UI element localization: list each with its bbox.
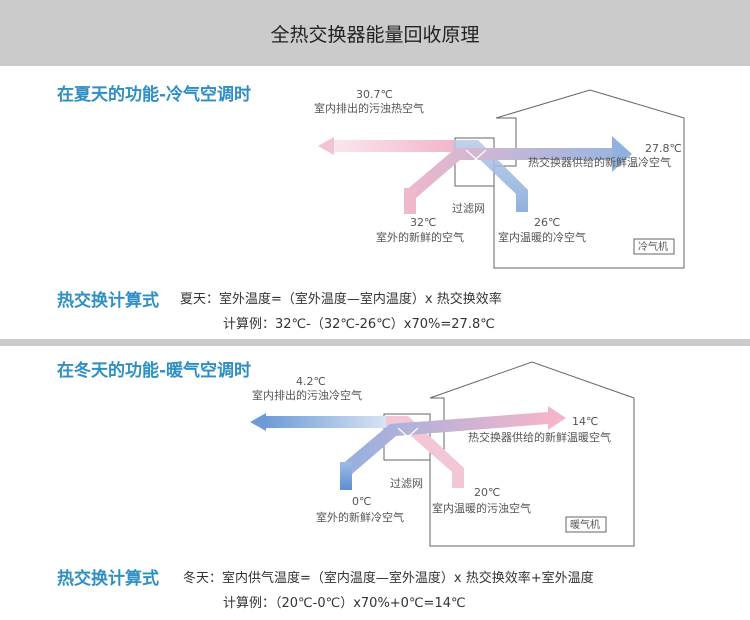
winter-example: 计算例：（20℃-0℃）x70%+0℃=14℃: [223, 596, 466, 611]
winter-heater-unit: [565, 516, 607, 533]
winter-unit-label: 暖气机: [570, 518, 600, 531]
summer-exhaust-temp: 30.7℃: [356, 88, 393, 101]
summer-exhaust-label: 室内排出的污浊热空气: [314, 101, 424, 115]
winter-heading: 在冬天的功能-暖气空调时: [57, 361, 252, 381]
winter-supply-label: 热交换器供给的新鲜温暖空气: [468, 430, 611, 444]
winter-formula-label: 热交换计算式: [57, 569, 159, 589]
winter-indoor-label: 室内温暖的污浊空气: [432, 501, 531, 515]
section-divider: [0, 339, 750, 346]
winter-outdoor-label: 室外的新鲜冷空气: [316, 510, 404, 524]
summer-indoor-label: 室内温暖的冷空气: [498, 230, 586, 244]
page-title: 全热交换器能量回收原理: [270, 24, 480, 46]
winter-exhaust-temp: 4.2℃: [296, 375, 326, 388]
winter-indoor-temp: 20℃: [474, 486, 500, 499]
winter-exhaust-arrow: [250, 413, 386, 431]
summer-formula: 夏天：室外温度=（室外温度—室内温度）x 热交换效率: [180, 292, 502, 307]
summer-filter-core: [465, 149, 487, 169]
title-banner: [0, 0, 750, 66]
summer-example: 计算例：32℃-（32℃-26℃）x70%=27.8℃: [223, 317, 495, 332]
winter-indoor-return-duct: [386, 416, 464, 488]
winter-filter-core: [397, 427, 419, 447]
summer-filter-label: 过滤网: [452, 202, 485, 215]
winter-filter-label: 过滤网: [390, 477, 423, 490]
winter-supply-temp: 14℃: [572, 415, 598, 428]
summer-supply-temp: 27.8℃: [645, 142, 682, 155]
summer-indoor-temp: 26℃: [534, 216, 560, 229]
winter-formula: 冬天：室内供气温度=（室内温度—室外温度）x 热交换效率+室外温度: [183, 571, 594, 586]
summer-exhaust-arrow: [318, 137, 454, 155]
summer-heading: 在夏天的功能-冷气空调时: [57, 85, 252, 105]
summer-ac-unit: [633, 238, 675, 255]
winter-outdoor-temp: 0℃: [352, 495, 371, 508]
summer-supply-label: 热交换器供给的新鲜温冷空气: [528, 155, 671, 169]
summer-formula-label: 热交换计算式: [57, 291, 159, 311]
winter-exhaust-label: 室内排出的污浊冷空气: [252, 388, 362, 402]
summer-supply-duct: [404, 136, 632, 214]
summer-outdoor-temp: 32℃: [410, 216, 436, 229]
summer-unit-label: 冷气机: [638, 240, 668, 253]
winter-supply-duct: [340, 406, 566, 490]
summer-outdoor-label: 室外的新鲜的空气: [376, 230, 464, 244]
